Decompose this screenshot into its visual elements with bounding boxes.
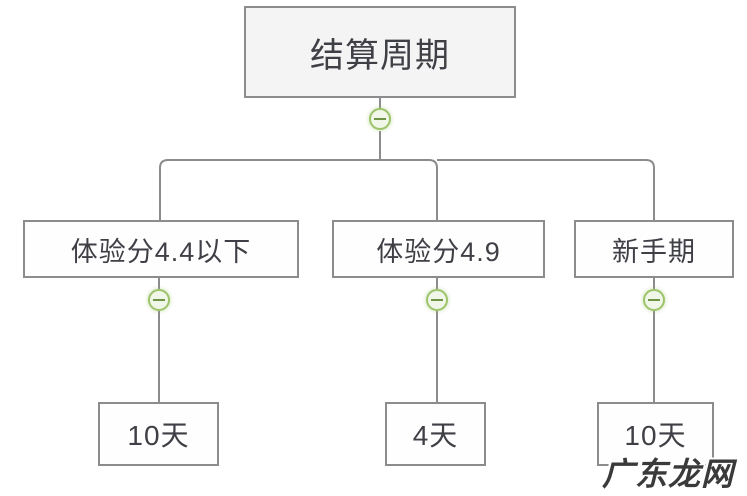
node-branch-experience-score-below-4-4[interactable]: 体验分4.4以下 (23, 220, 299, 278)
connector-root-to-branch-1 (159, 159, 380, 220)
minus-circle-icon-branch-2[interactable] (426, 289, 448, 311)
connector-root-to-branch-3 (437, 159, 655, 220)
connector-root-to-branch-2 (380, 159, 438, 220)
node-root[interactable]: 结算周期 (244, 6, 516, 98)
minus-circle-icon-root[interactable] (369, 108, 391, 130)
watermark-text: 广东龙网 (602, 456, 735, 492)
minus-circle-icon-branch-1[interactable] (148, 289, 170, 311)
node-leaf-branch-1-days[interactable]: 10天 (98, 402, 219, 466)
node-leaf-branch-2-days[interactable]: 4天 (385, 402, 486, 466)
node-branch-experience-score-4-9[interactable]: 体验分4.9 (332, 220, 545, 278)
node-branch-novice-period[interactable]: 新手期 (574, 220, 734, 278)
minus-circle-icon-branch-3[interactable] (643, 289, 665, 311)
node-leaf-branch-3-days[interactable]: 10天 (597, 402, 714, 466)
